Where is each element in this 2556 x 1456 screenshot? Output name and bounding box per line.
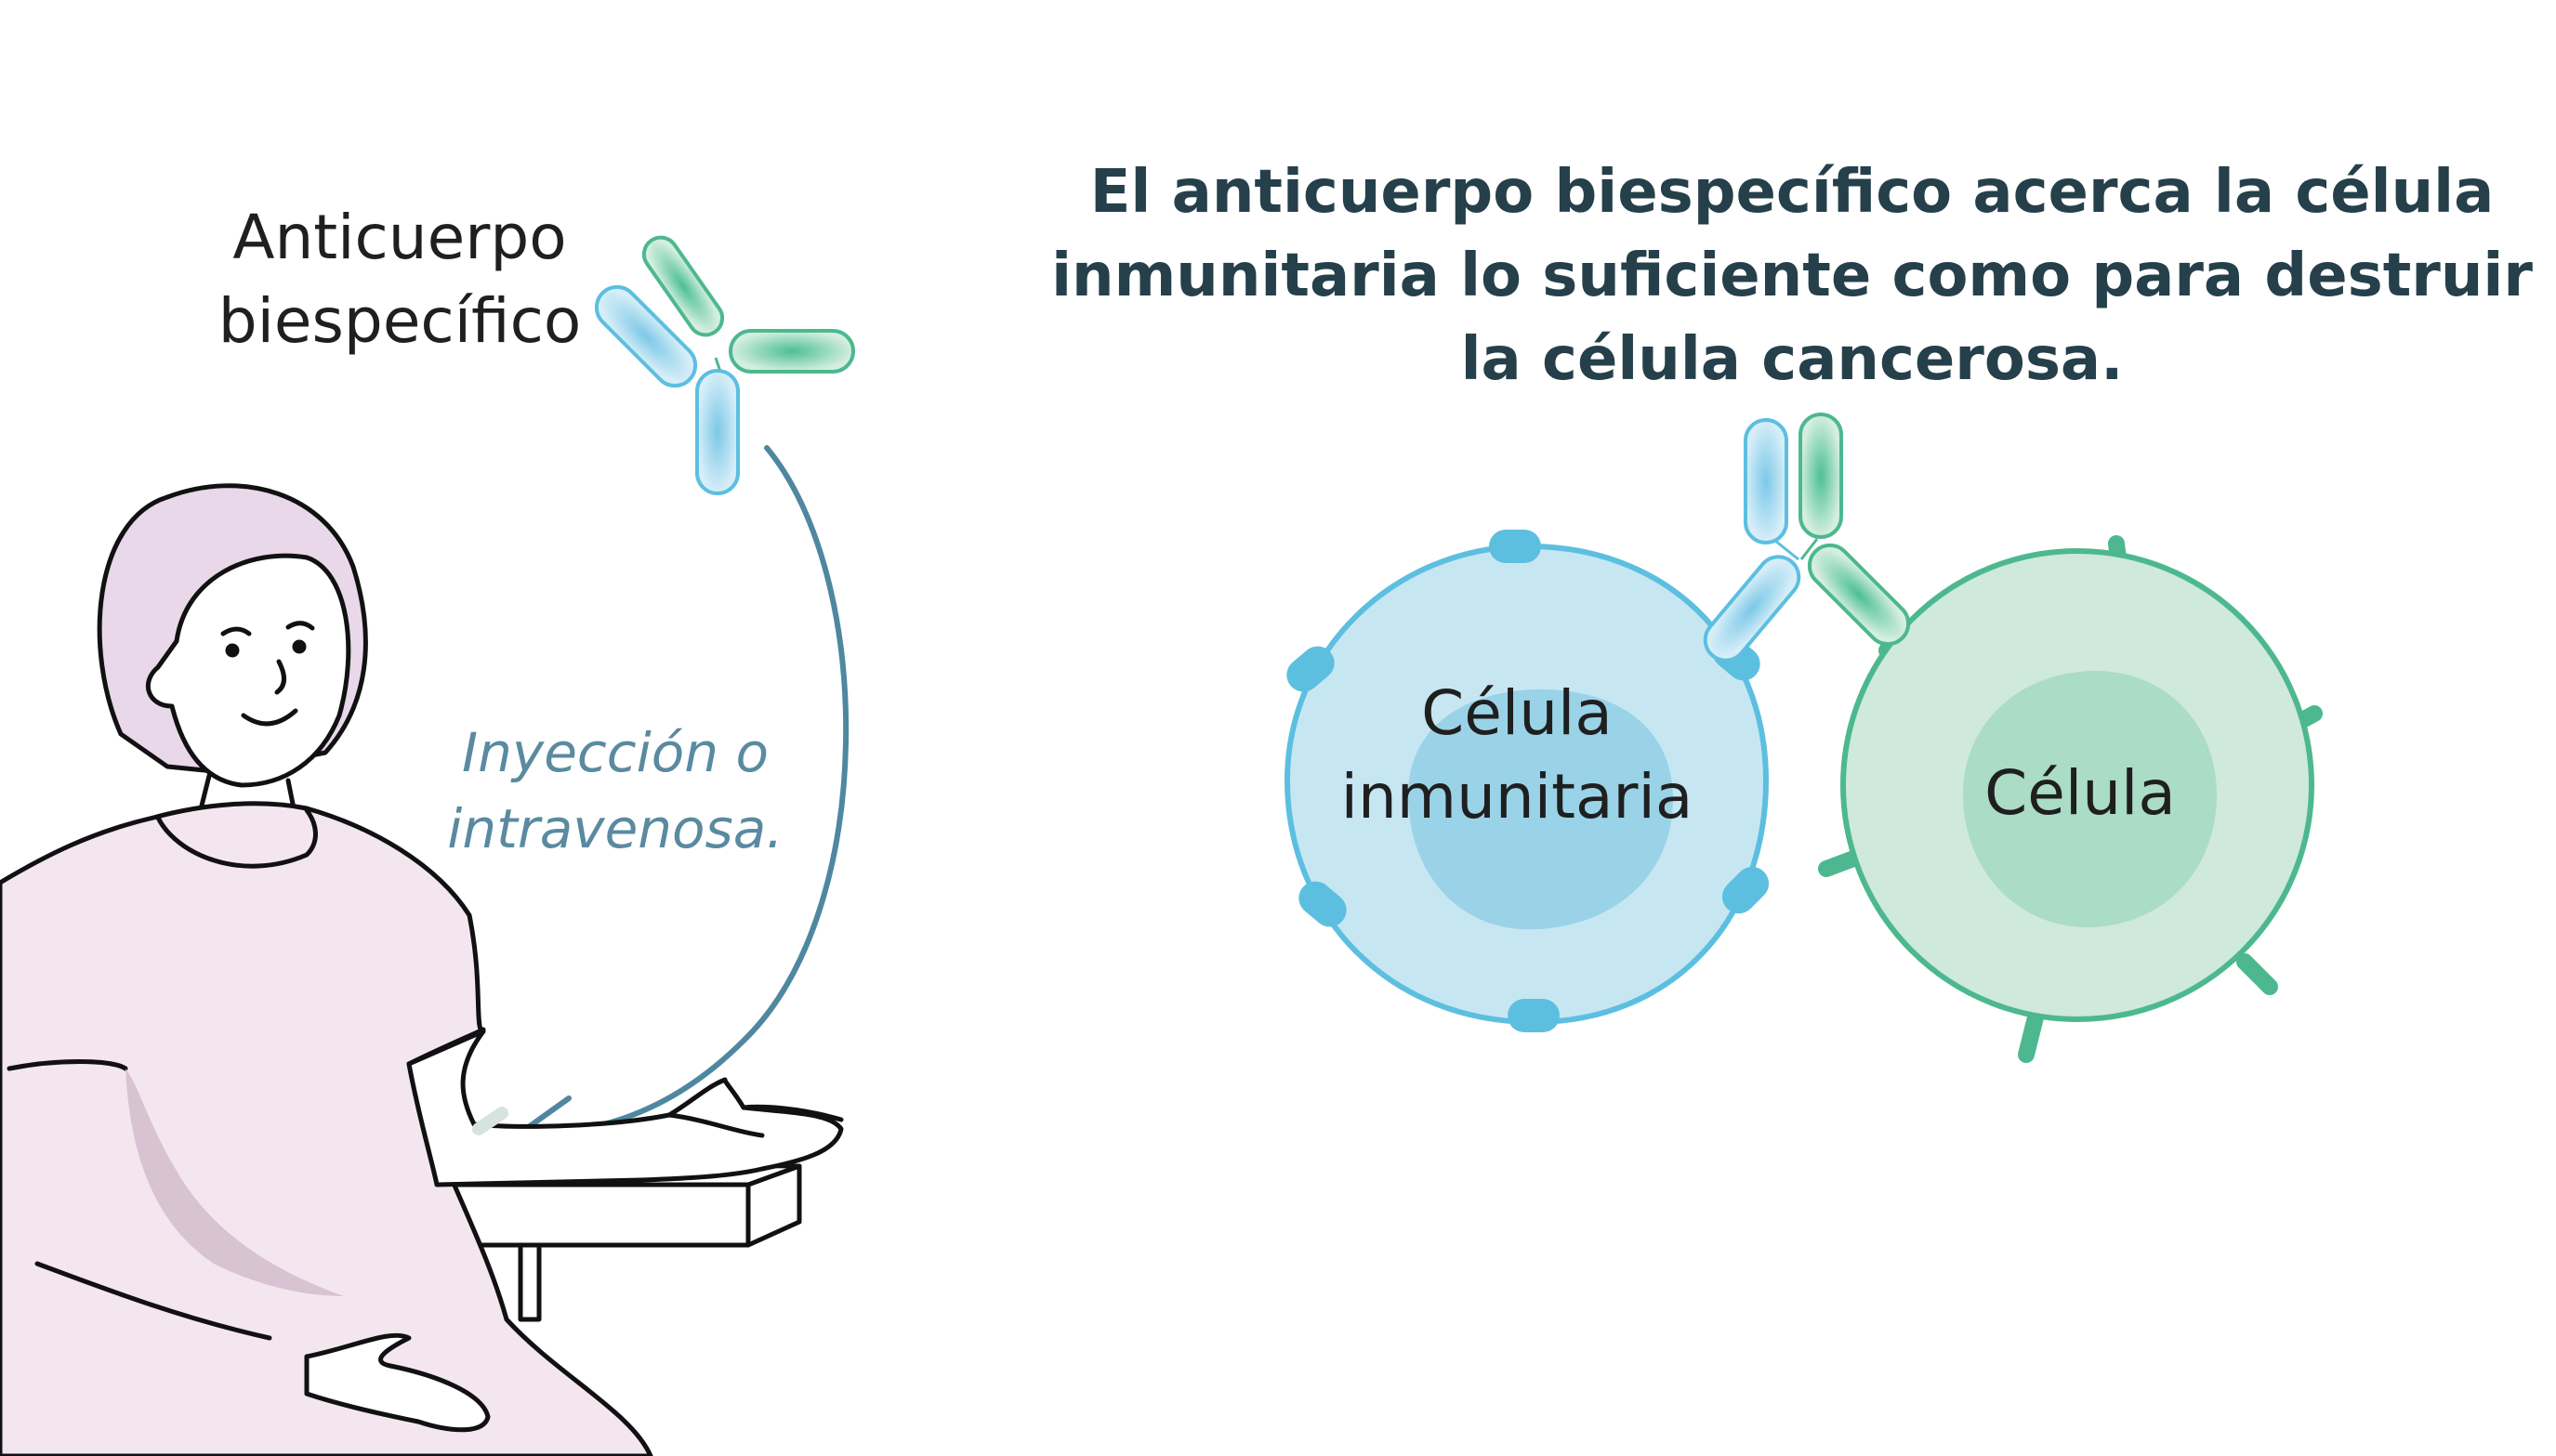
- injection-label-line-1: Inyección o: [462, 721, 769, 784]
- immune-cell: Célula inmunitaria: [1284, 530, 1770, 1032]
- cancer-cell-label: Célula: [1984, 757, 2176, 829]
- cancer-cell: Célula: [1818, 535, 2323, 1063]
- antibody-label: Anticuerpo biespecífico: [218, 202, 582, 357]
- injection-label: Inyección o intravenosa.: [447, 721, 783, 860]
- bispecific-antibody-icon: [594, 235, 855, 495]
- injection-site-mark: [472, 1107, 508, 1135]
- antibody-label-line-1: Anticuerpo: [232, 202, 566, 273]
- immune-cell-label-line-2: inmunitaria: [1341, 761, 1693, 833]
- patient-arm: [406, 1029, 844, 1187]
- headline-line-1: El anticuerpo biespecífico acerca la cél…: [1090, 158, 2495, 227]
- injection-label-line-2: intravenosa.: [447, 797, 783, 860]
- antibody-label-line-2: biespecífico: [218, 285, 582, 357]
- headline-line-2: inmunitaria lo suficiente como para dest…: [1051, 242, 2533, 310]
- headline-line-3: la célula cancerosa.: [1461, 325, 2124, 394]
- patient-illustration: [0, 483, 844, 1456]
- bridging-antibody-icon: [1703, 413, 1911, 662]
- face: [145, 553, 351, 788]
- patient-hand: [304, 1332, 491, 1433]
- immune-cell-label-line-1: Célula: [1421, 677, 1613, 749]
- headline: El anticuerpo biespecífico acerca la cél…: [1051, 158, 2533, 394]
